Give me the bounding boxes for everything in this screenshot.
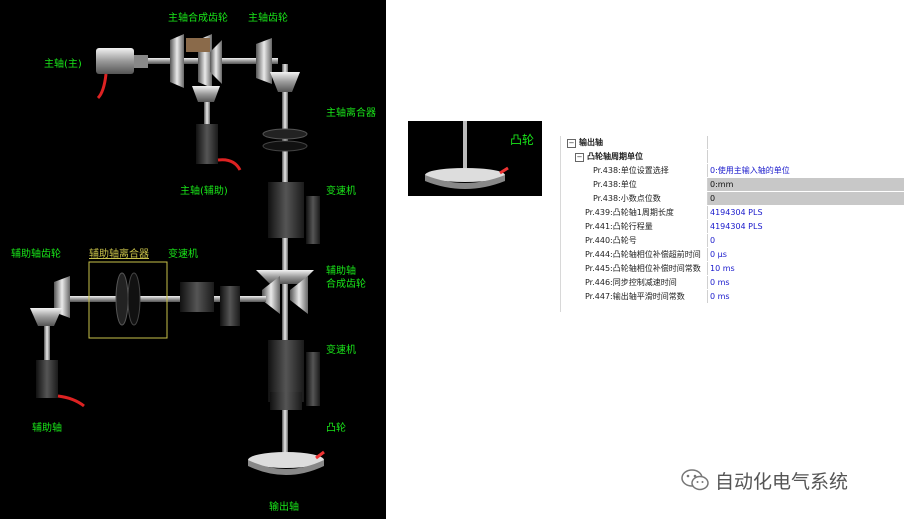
param-name: Pr.441:凸轮行程量 [585, 222, 653, 231]
aux-shaft-unit [36, 326, 85, 408]
main-shaft-aux-unit [192, 86, 242, 171]
label-gearbox-mid: 变速机 [168, 249, 198, 260]
param-name: Pr.438:小数点位数 [593, 194, 661, 203]
cam-disc [248, 450, 325, 475]
label-aux-compound-gear-1: 辅助轴 [326, 266, 356, 277]
param-name: Pr.445:凸轮轴相位补偿时间常数 [585, 264, 701, 273]
cam-preview: 凸轮 [408, 121, 542, 196]
param-value[interactable]: 4194304 PLS [707, 206, 904, 219]
main-vertical-shaft [282, 64, 288, 466]
aux-gear [30, 276, 70, 326]
label-main-gear: 主轴齿轮 [248, 13, 288, 24]
param-value[interactable]: 0 ms [707, 276, 904, 289]
label-main-shaft-aux: 主轴(辅助) [180, 186, 228, 197]
label-main-shaft: 主轴(主) [44, 59, 82, 70]
param-value[interactable]: 0:mm [707, 178, 904, 191]
param-row[interactable]: Pr.438:单位 0:mm [561, 178, 904, 192]
collapse-icon[interactable]: − [567, 139, 576, 148]
watermark: 自动化电气系统 [681, 466, 848, 494]
aux-compound-gear [256, 270, 314, 314]
label-cam: 凸轮 [326, 423, 346, 434]
aux-horizontal-shaft [66, 296, 266, 302]
param-value[interactable]: 0 μs [707, 248, 904, 261]
tree-group-row[interactable]: − 凸轮轴周期单位 [561, 150, 904, 164]
aux-clutch-box [88, 261, 168, 339]
label-main-clutch: 主轴离合器 [326, 108, 376, 119]
label-aux-clutch: 辅助轴离合器 [89, 249, 149, 260]
param-name: Pr.444:凸轮轴相位补偿超前时间 [585, 250, 701, 259]
wechat-icon [681, 469, 709, 491]
label-aux-gear: 辅助轴齿轮 [11, 249, 61, 260]
param-row[interactable]: Pr.447:输出轴平滑时间常数 0 ms [561, 290, 904, 304]
gearbox-mid [180, 282, 240, 326]
param-row[interactable]: Pr.439:凸轮轴1周期长度 4194304 PLS [561, 206, 904, 220]
param-row[interactable]: Pr.438:小数点位数 0 [561, 192, 904, 206]
param-name: Pr.438:单位设置选择 [593, 166, 669, 175]
param-value[interactable]: 0 [707, 192, 904, 205]
mechanism-diagram: 主轴(主) 主轴合成齿轮 主轴齿轮 主轴离合器 主轴(辅助) 变速机 辅助轴齿轮… [0, 0, 386, 519]
gearbox-low [268, 340, 320, 410]
tree-root-label: 输出轴 [579, 138, 603, 147]
param-row[interactable]: Pr.438:单位设置选择 0:使用主输入轴的单位 [561, 164, 904, 178]
tree-root-row[interactable]: − 输出轴 [561, 136, 904, 150]
param-name: Pr.447:输出轴平滑时间常数 [585, 292, 685, 301]
param-value[interactable]: 10 ms [707, 262, 904, 275]
param-name: Pr.446:同步控制减速时间 [585, 278, 677, 287]
main-bevel-gear [270, 72, 300, 92]
param-name: Pr.440:凸轮号 [585, 236, 637, 245]
main-gear [256, 38, 272, 84]
tree-root-value [707, 136, 904, 149]
param-row[interactable]: Pr.444:凸轮轴相位补偿超前时间 0 μs [561, 248, 904, 262]
watermark-text: 自动化电气系统 [715, 470, 849, 493]
collapse-icon[interactable]: − [575, 153, 584, 162]
tree-group-value [707, 150, 904, 163]
main-compound-gear [170, 34, 222, 88]
gearbox-top [268, 182, 320, 244]
label-output-shaft: 输出轴 [269, 502, 299, 513]
param-row[interactable]: Pr.441:凸轮行程量 4194304 PLS [561, 220, 904, 234]
cam-preview-label: 凸轮 [509, 133, 534, 147]
label-aux-compound-gear-2: 合成齿轮 [326, 279, 366, 290]
label-aux-shaft: 辅助轴 [32, 423, 62, 434]
mechanism-drawing [30, 34, 325, 475]
param-value[interactable]: 4194304 PLS [707, 220, 904, 233]
cam-preview-drawing [425, 121, 509, 189]
param-name: Pr.438:单位 [593, 180, 637, 189]
label-gearbox-low: 变速机 [326, 345, 356, 356]
param-row[interactable]: Pr.446:同步控制减速时间 0 ms [561, 276, 904, 290]
main-clutch [262, 128, 308, 152]
param-value[interactable]: 0:使用主输入轴的单位 [707, 164, 904, 177]
parameter-tree: − 输出轴 − 凸轮轴周期单位 Pr.438:单位设置选择 0:使用主输入轴的单位… [560, 136, 904, 312]
main-shaft-motor [96, 48, 278, 100]
label-main-compound-gear: 主轴合成齿轮 [168, 13, 228, 24]
param-value[interactable]: 0 [707, 234, 904, 247]
param-value[interactable]: 0 ms [707, 290, 904, 303]
param-row[interactable]: Pr.440:凸轮号 0 [561, 234, 904, 248]
label-gearbox-top: 变速机 [326, 186, 356, 197]
param-row[interactable]: Pr.445:凸轮轴相位补偿时间常数 10 ms [561, 262, 904, 276]
tree-group-label: 凸轮轴周期单位 [587, 152, 643, 161]
param-name: Pr.439:凸轮轴1周期长度 [585, 208, 674, 217]
